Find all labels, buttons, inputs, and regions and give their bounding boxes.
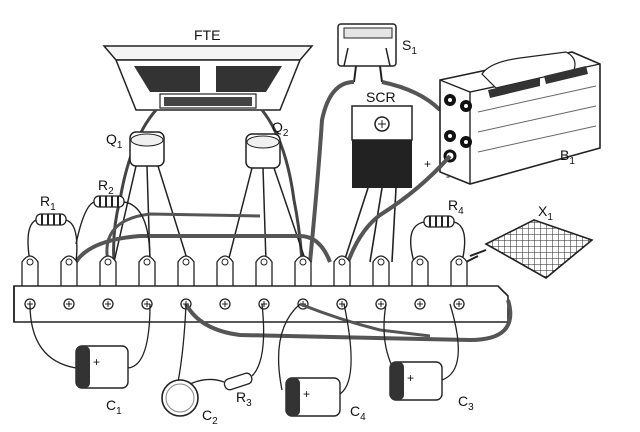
label-scr: SCR: [366, 89, 396, 105]
capacitor-c1: [29, 303, 151, 389]
c4-plus-sign: +: [303, 387, 310, 401]
lug-hole: [221, 258, 229, 266]
lug-hole: [65, 258, 73, 266]
label-c2: C2: [202, 407, 218, 427]
terminal-lug: [21, 255, 39, 291]
lug-hole: [104, 258, 112, 266]
screw-slot: [222, 301, 228, 307]
scr: [343, 105, 413, 263]
terminal-lug: [333, 255, 351, 291]
wire-battery-to-scr: [346, 154, 452, 263]
label-c3: C3: [458, 393, 474, 413]
label-speaker: FTE: [194, 27, 220, 43]
resistor-r3: [223, 303, 265, 391]
wire-top-bus-2: [105, 212, 261, 263]
label-s1: S1: [402, 37, 417, 57]
terminal-lug: [99, 255, 117, 291]
label-x1: X1: [538, 203, 553, 223]
lug-hole: [455, 258, 463, 266]
resistor-r1: [27, 213, 78, 263]
wire-top-bus: [74, 234, 332, 264]
screw-slot: [456, 301, 462, 307]
terminal-lug: [60, 255, 78, 291]
wire-bottom-bus: [184, 299, 513, 343]
terminal-lug: [216, 255, 234, 291]
c1-plus-sign: +: [93, 355, 100, 369]
terminal-lug: [450, 255, 468, 291]
capacitor-c4: [277, 303, 352, 417]
label-r1: R1: [40, 193, 56, 213]
wire-switch-to-battery: [381, 80, 442, 112]
label-c4: C4: [350, 403, 366, 423]
lug-hole: [416, 258, 424, 266]
solar-cell-x1: [465, 219, 594, 279]
terminal-lug: [177, 255, 195, 291]
battery-pack-b1: [439, 51, 601, 185]
screw-slot: [66, 301, 72, 307]
label-b1: B1: [560, 147, 575, 167]
lug-hole: [182, 258, 190, 266]
resistor-r4: [410, 215, 466, 263]
terminal-lug: [411, 255, 429, 291]
lug-hole: [377, 258, 385, 266]
screw-slot: [417, 301, 423, 307]
wire-switch-to-strip: [308, 80, 355, 263]
terminal-lug: [138, 255, 156, 291]
label-q1: Q1: [106, 131, 123, 151]
label-r4: R4: [448, 197, 464, 217]
label-q2: Q2: [272, 119, 289, 139]
wire-bottom-bus-2: [299, 302, 431, 338]
transistor-q1: [113, 131, 189, 263]
capacitor-c3: [383, 303, 459, 401]
screw-slot: [378, 301, 384, 307]
lug-hole: [299, 258, 307, 266]
label-c1: C1: [106, 397, 122, 417]
switch-s1: [337, 23, 397, 83]
label-r3: R3: [236, 389, 252, 409]
lug-hole: [260, 258, 268, 266]
terminal-lug: [372, 255, 390, 291]
screw-slot: [144, 301, 150, 307]
terminal-strip: [13, 255, 509, 323]
resistor-r2: [75, 195, 151, 263]
terminal-lug: [294, 255, 312, 291]
lug-hole: [143, 258, 151, 266]
lug-hole: [26, 258, 34, 266]
battery-minus-sign: -: [446, 169, 450, 183]
lug-hole: [338, 258, 346, 266]
label-r2: R2: [98, 177, 114, 197]
c3-plus-sign: +: [407, 371, 414, 385]
screw-slot: [105, 301, 111, 307]
terminal-lug: [255, 255, 273, 291]
battery-plus-sign: +: [424, 157, 431, 171]
capacitor-c2: [161, 303, 225, 417]
